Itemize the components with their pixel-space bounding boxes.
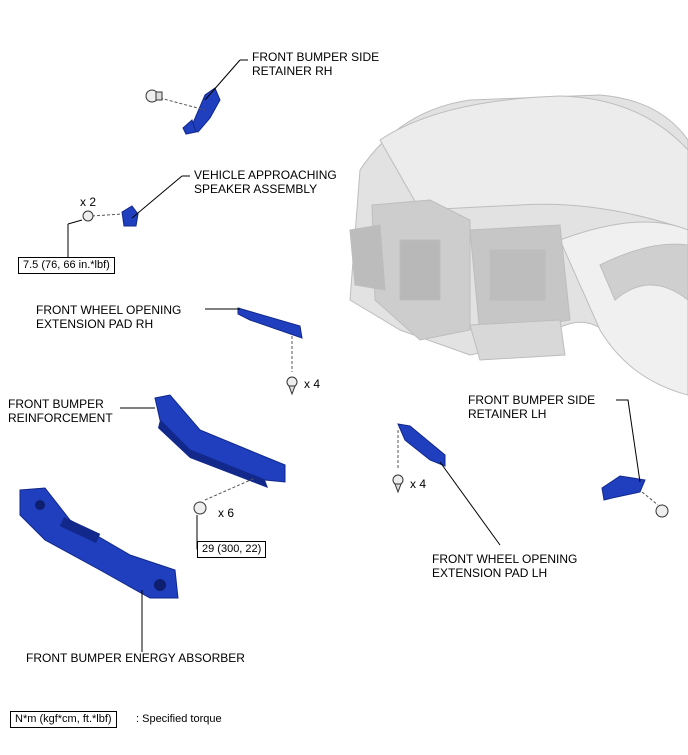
torque-reinforcement: 29 (300, 22) bbox=[197, 541, 267, 558]
vehicle-front-illustration bbox=[349, 94, 688, 396]
legend-description: : Specified torque bbox=[136, 713, 222, 725]
pad-lh-part bbox=[392, 423, 446, 494]
absorber-part bbox=[19, 487, 179, 599]
qty-pad-rh: x 4 bbox=[304, 377, 321, 391]
legend-unit-box: N*m (kgf*cm, ft.*lbf) bbox=[10, 711, 117, 728]
torque-speaker: 7.5 (76, 66 in.*lbf) bbox=[18, 257, 115, 274]
speaker-part bbox=[82, 205, 139, 227]
label-absorber: FRONT BUMPER ENERGY ABSORBER bbox=[26, 651, 245, 665]
side-retainer-lh-part bbox=[601, 475, 669, 518]
qty-speaker: x 2 bbox=[80, 195, 97, 209]
qty-pad-lh: x 4 bbox=[410, 477, 427, 491]
reinforcement-part bbox=[154, 394, 286, 515]
leader-side-retainer-rh bbox=[204, 59, 241, 101]
side-retainer-rh-part bbox=[145, 87, 221, 135]
qty-reinforcement: x 6 bbox=[218, 506, 235, 520]
pad-rh-part bbox=[237, 307, 303, 396]
